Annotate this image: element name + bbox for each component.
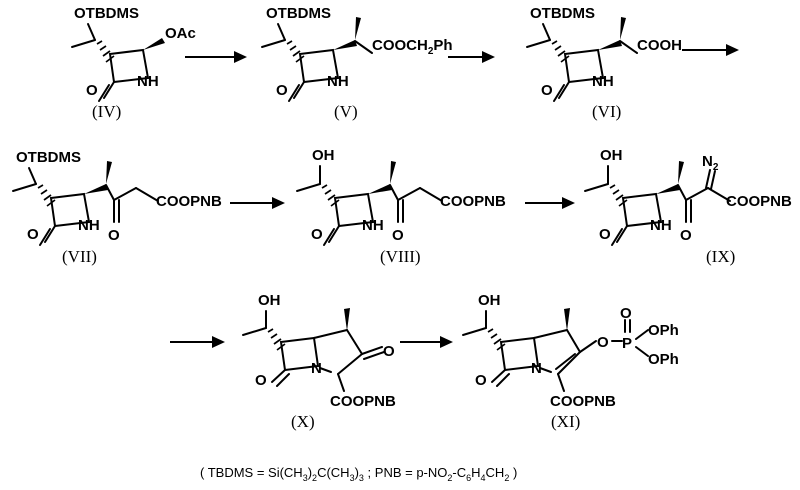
label-lactam-oxygen: O xyxy=(27,226,39,243)
label-lactam-oxygen: O xyxy=(311,226,323,243)
label-oph-top: OPh xyxy=(648,322,679,339)
arrow-1 xyxy=(185,51,247,63)
stereo-wedge-methyl xyxy=(106,161,112,184)
label-lactam-oxygen: O xyxy=(276,82,288,99)
label-lactam-oxygen: O xyxy=(475,372,487,389)
label-nitrogen: N xyxy=(311,360,322,377)
label-oph-bottom: OPh xyxy=(648,351,679,368)
label-oh: OH xyxy=(478,292,501,309)
stereo-wedge-oac xyxy=(143,38,165,50)
label-chain-ketone: O xyxy=(108,227,120,244)
label-oh: OH xyxy=(258,292,281,309)
label-oh: OH xyxy=(600,147,623,164)
stereo-wedge-methyl xyxy=(678,161,684,184)
label-lactam-oxygen: O xyxy=(255,372,267,389)
arrow-4 xyxy=(230,197,285,209)
label-acid: COOH xyxy=(637,37,682,54)
compound-label-VI: (VI) xyxy=(592,102,621,121)
arrow-2 xyxy=(448,51,495,63)
label-ester: COOCH2Ph xyxy=(372,37,453,57)
stereo-wedge-chain xyxy=(598,40,622,50)
label-nh: NH xyxy=(78,217,100,234)
label-phosphorus: P xyxy=(622,335,632,352)
arrow-6 xyxy=(170,336,225,348)
stereo-wedge-chain xyxy=(656,184,680,194)
footnote-definitions: ( TBDMS = Si(CH3)2C(CH3)3 ; PNB = p-NO2-… xyxy=(200,465,517,483)
label-enol-oxygen: O xyxy=(597,334,609,351)
label-otbdms: OTBDMS xyxy=(74,5,139,22)
label-chain-ketone: O xyxy=(680,227,692,244)
compound-VI: OTBDMS O NH COOH (VI) xyxy=(526,5,682,121)
label-otbdms: OTBDMS xyxy=(530,5,595,22)
label-ester: COOPNB xyxy=(330,393,396,410)
compound-X: OH O N O COOPNB (X) xyxy=(242,292,396,431)
stereo-wedge-chain xyxy=(368,184,392,194)
compound-label-XI: (XI) xyxy=(551,412,580,431)
label-nitrogen: N xyxy=(531,360,542,377)
label-nh: NH xyxy=(650,217,672,234)
compound-XI: OH O N O P O OPh xyxy=(462,292,679,431)
compound-label-VII: (VII) xyxy=(62,247,97,266)
label-ring-ketone: O xyxy=(383,343,395,360)
compound-IX: OH O NH O N2 COOPNB (IX) xyxy=(584,147,792,266)
stereo-wedge-methyl xyxy=(355,17,361,40)
stereo-wedge-methyl xyxy=(620,17,626,40)
stereo-wedge-chain xyxy=(333,40,357,50)
label-otbdms: OTBDMS xyxy=(266,5,331,22)
compound-IV: OTBDMS O NH OAc (IV) xyxy=(71,5,196,121)
label-lactam-oxygen: O xyxy=(541,82,553,99)
label-ester: COOPNB xyxy=(440,193,506,210)
label-ester: COOPNB xyxy=(156,193,222,210)
compound-VII: OTBDMS O NH O COOPNB (VII) xyxy=(12,149,222,266)
label-oh: OH xyxy=(312,147,335,164)
stereo-wedge-methyl xyxy=(390,161,396,184)
label-chain-ketone: O xyxy=(392,227,404,244)
label-ester: COOPNB xyxy=(550,393,616,410)
stereo-wedge-methyl xyxy=(344,308,350,331)
stereo-wedge-chain xyxy=(84,184,108,194)
label-lactam-oxygen: O xyxy=(86,82,98,99)
arrow-5 xyxy=(525,197,575,209)
compound-VIII: OH O NH O COOPNB (VIII) xyxy=(296,147,506,266)
label-nh: NH xyxy=(327,73,349,90)
compound-V: OTBDMS O NH COOCH2Ph (V) xyxy=(261,5,453,121)
compound-label-VIII: (VIII) xyxy=(380,247,421,266)
label-phosphoryl-oxygen: O xyxy=(620,305,632,322)
arrow-7 xyxy=(400,336,453,348)
compound-label-V: (V) xyxy=(334,102,358,121)
label-lactam-oxygen: O xyxy=(599,226,611,243)
label-nh: NH xyxy=(592,73,614,90)
arrow-3 xyxy=(682,44,739,56)
compound-label-IV: (IV) xyxy=(92,102,121,121)
label-otbdms: OTBDMS xyxy=(16,149,81,166)
compound-label-X: (X) xyxy=(291,412,315,431)
label-nh: NH xyxy=(362,217,384,234)
stereo-wedge-methyl xyxy=(564,308,570,331)
stereo-hash-X xyxy=(267,328,286,351)
label-diazo: N2 xyxy=(702,153,719,173)
label-oac: OAc xyxy=(165,25,196,42)
label-ester: COOPNB xyxy=(726,193,792,210)
compound-label-IX: (IX) xyxy=(706,247,735,266)
label-nh: NH xyxy=(137,73,159,90)
